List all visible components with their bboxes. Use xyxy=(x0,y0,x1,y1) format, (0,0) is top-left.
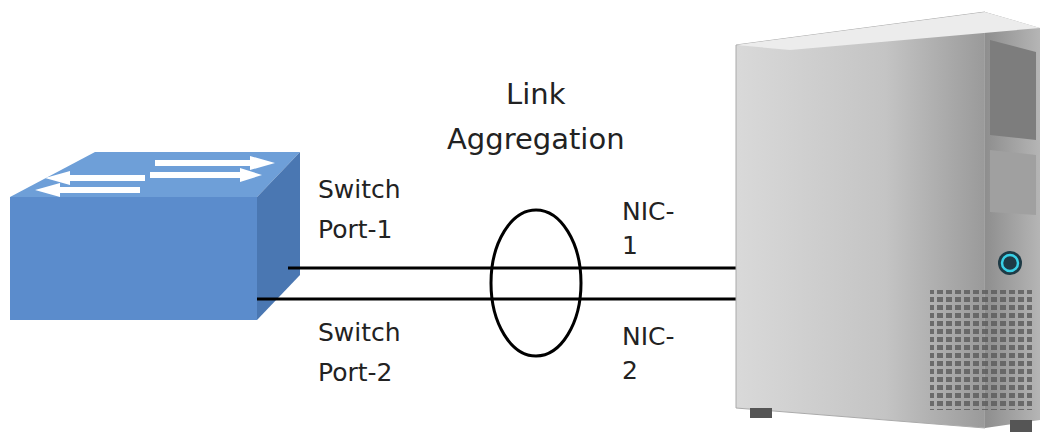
switch-arrows xyxy=(35,156,275,197)
port-label: Switch Port-2 xyxy=(318,313,401,393)
link-lines xyxy=(257,268,736,299)
aggregation-ellipse xyxy=(491,210,581,356)
group-label: Link Aggregation xyxy=(447,72,625,162)
switch-side xyxy=(257,152,300,320)
port-label: Switch Port-1 xyxy=(318,170,401,250)
nic-label: NIC-1 xyxy=(622,195,675,263)
nic-label: NIC-2 xyxy=(622,320,675,388)
server-tower xyxy=(736,12,1040,432)
switch-front xyxy=(10,197,257,320)
switch-icon xyxy=(10,152,300,320)
switch-top xyxy=(10,152,300,197)
